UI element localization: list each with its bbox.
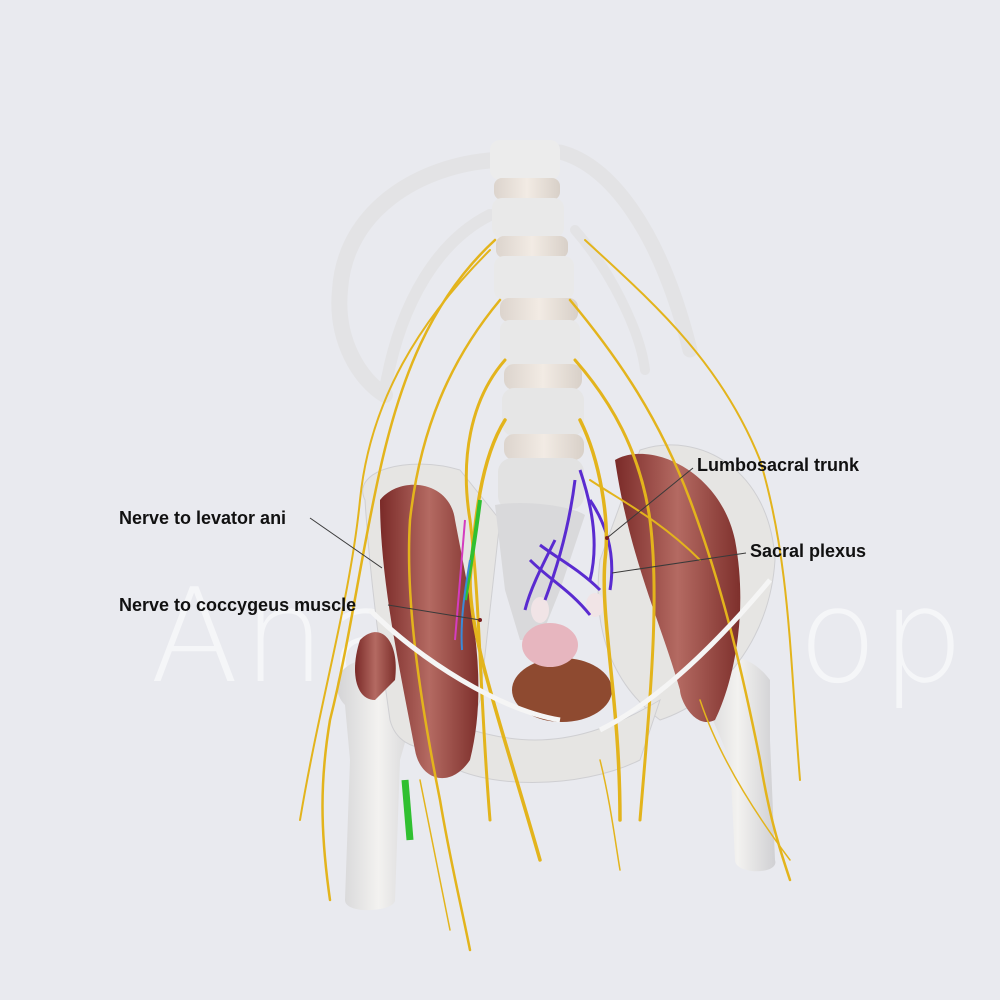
leader-line-sacral-plexus xyxy=(611,552,747,574)
sacral-plexus-vessels xyxy=(523,469,614,616)
leader-line-nerve-to-levator-ani xyxy=(309,517,383,569)
label-lumbosacral-trunk: Lumbosacral trunk xyxy=(697,455,860,475)
label-nerve-to-levator-ani: Nerve to levator ani xyxy=(119,508,287,528)
leader-line-nerve-to-coccygeus xyxy=(387,604,481,621)
accent-vessels xyxy=(401,499,482,841)
label-nerve-to-coccygeus-muscle: Nerve to coccygeus muscle xyxy=(119,595,357,615)
ribs xyxy=(331,144,698,403)
inguinal-ligaments xyxy=(368,578,772,733)
pelvic-organs xyxy=(512,593,612,722)
label-sacral-plexus: Sacral plexus xyxy=(750,541,867,561)
leader-lines xyxy=(309,467,747,622)
muscles xyxy=(355,453,741,779)
nerves xyxy=(299,238,801,952)
leader-line-lumbosacral-trunk xyxy=(606,467,694,539)
